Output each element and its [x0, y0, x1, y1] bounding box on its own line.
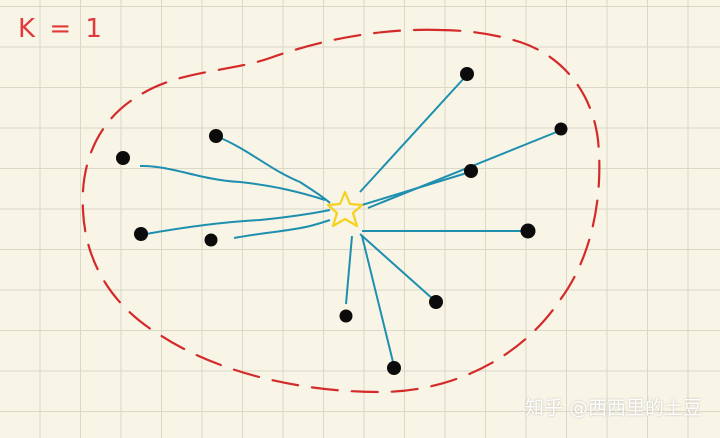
dot-icon: [116, 151, 130, 165]
edge-left-4: [233, 219, 331, 239]
edge-down-1: [359, 233, 435, 301]
edge-right-2: [367, 130, 560, 209]
watermark: 知乎 @西西里的土豆: [524, 397, 702, 419]
dot-icon: [429, 295, 443, 309]
dot-icon: [520, 223, 536, 239]
dot-icon: [204, 233, 218, 247]
dashed-boundary: [81, 28, 601, 394]
edge-left-3: [145, 209, 331, 235]
edge-down-3: [345, 235, 353, 305]
dot-icon: [134, 227, 148, 241]
dot-icon: [464, 164, 478, 178]
edge-right-3: [361, 171, 471, 206]
dot-icon: [460, 67, 474, 81]
edge-left-1: [139, 164, 326, 201]
edge-right-1: [359, 75, 467, 193]
dot-icon: [387, 361, 401, 375]
dot-icon: [554, 122, 568, 136]
edge-left-2: [215, 135, 331, 204]
k-label: K = 1: [18, 14, 105, 44]
dot-icon: [209, 129, 223, 143]
edge-down-2: [361, 235, 395, 367]
dot-icon: [339, 309, 353, 323]
star-icon: [326, 190, 364, 228]
